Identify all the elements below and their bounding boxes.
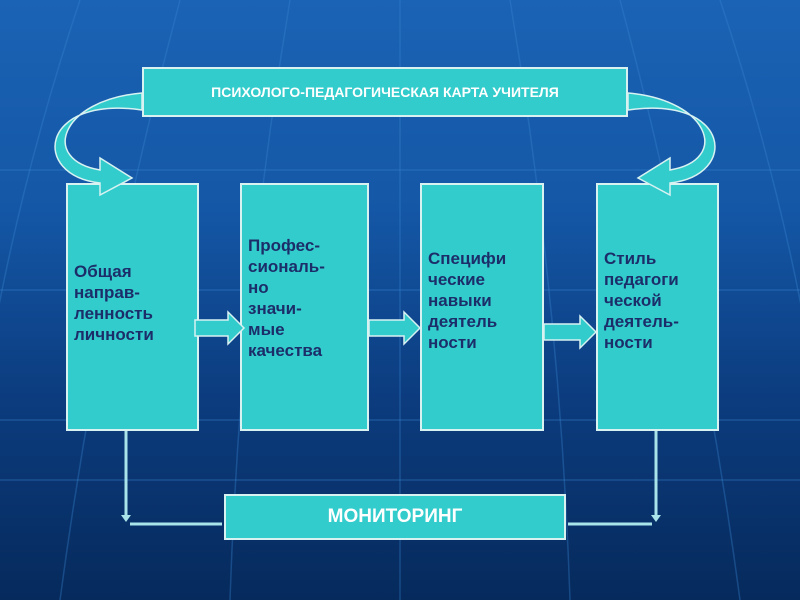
diagram-title: ПСИХОЛОГО-ПЕДАГОГИЧЕСКАЯ КАРТА УЧИТЕЛЯ bbox=[142, 67, 628, 117]
curved-arrow-right-icon bbox=[627, 92, 716, 197]
title-text: ПСИХОЛОГО-ПЕДАГОГИЧЕСКАЯ КАРТА УЧИТЕЛЯ bbox=[211, 84, 559, 100]
monitoring-box: МОНИТОРИНГ bbox=[224, 494, 566, 540]
curved-arrow-left-icon bbox=[54, 92, 143, 197]
arrow-right-icon bbox=[194, 310, 246, 346]
box-general-orientation: Общая направ- ленность личности bbox=[66, 183, 199, 431]
box-professional-qualities: Профес- сиональ- но значи- мые качества bbox=[240, 183, 369, 431]
box-text: Стиль педагоги ческой деятель- ности bbox=[604, 249, 679, 352]
arrow-right-icon bbox=[368, 310, 422, 346]
box-text: Специфи ческие навыки деятель ности bbox=[428, 249, 507, 352]
arrowhead-icon bbox=[651, 515, 661, 522]
box-text: Общая направ- ленность личности bbox=[74, 262, 154, 344]
arrowhead-icon bbox=[121, 515, 131, 522]
box-specific-skills: Специфи ческие навыки деятель ности bbox=[420, 183, 544, 431]
box-text: Профес- сиональ- но значи- мые качества bbox=[248, 236, 325, 360]
box-teaching-style: Стиль педагоги ческой деятель- ности bbox=[596, 183, 719, 431]
monitoring-text: МОНИТОРИНГ bbox=[327, 506, 463, 527]
arrow-right-icon bbox=[543, 314, 598, 350]
